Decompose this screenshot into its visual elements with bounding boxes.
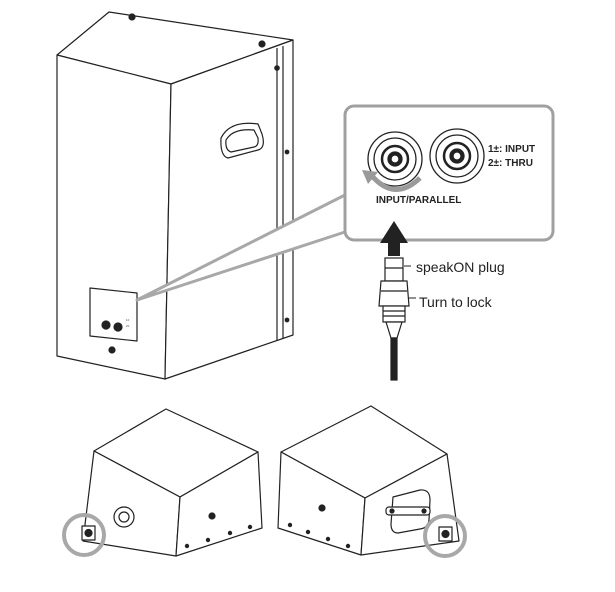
speakon-input-jack: [367, 131, 423, 187]
pin-legend-input: 1±: INPUT: [488, 144, 535, 155]
plug-name-label: speakON plug: [416, 259, 505, 275]
callout-content: [367, 128, 485, 187]
highlight-circle-left: [62, 513, 106, 557]
plug-action-label: Turn to lock: [419, 294, 493, 310]
callout-box: [343, 104, 555, 242]
speakon-plug: [378, 257, 410, 381]
pin-legend-thru: 2±: THRU: [488, 158, 533, 169]
panel-mini-legend-1: 1±: [126, 318, 130, 322]
twist-arrow-icon: [370, 174, 422, 192]
floor-monitor-left: [81, 408, 263, 557]
monitor-left-front-face: [175, 451, 263, 557]
speakon-thru-jack: [429, 128, 485, 184]
twist-arrowhead-icon: [362, 170, 378, 184]
connector-group-label: INPUT/PARALLEL: [376, 195, 461, 206]
speaker-cabinet-rear: [56, 11, 294, 380]
highlight-circle-right: [423, 514, 467, 558]
cabinet-side-face: [164, 39, 294, 380]
floor-monitor-right: [277, 405, 460, 556]
insert-direction-arrow-icon: [380, 221, 408, 256]
rear-connector-panel: [89, 287, 138, 342]
panel-mini-legend-2: 2±: [126, 324, 130, 328]
